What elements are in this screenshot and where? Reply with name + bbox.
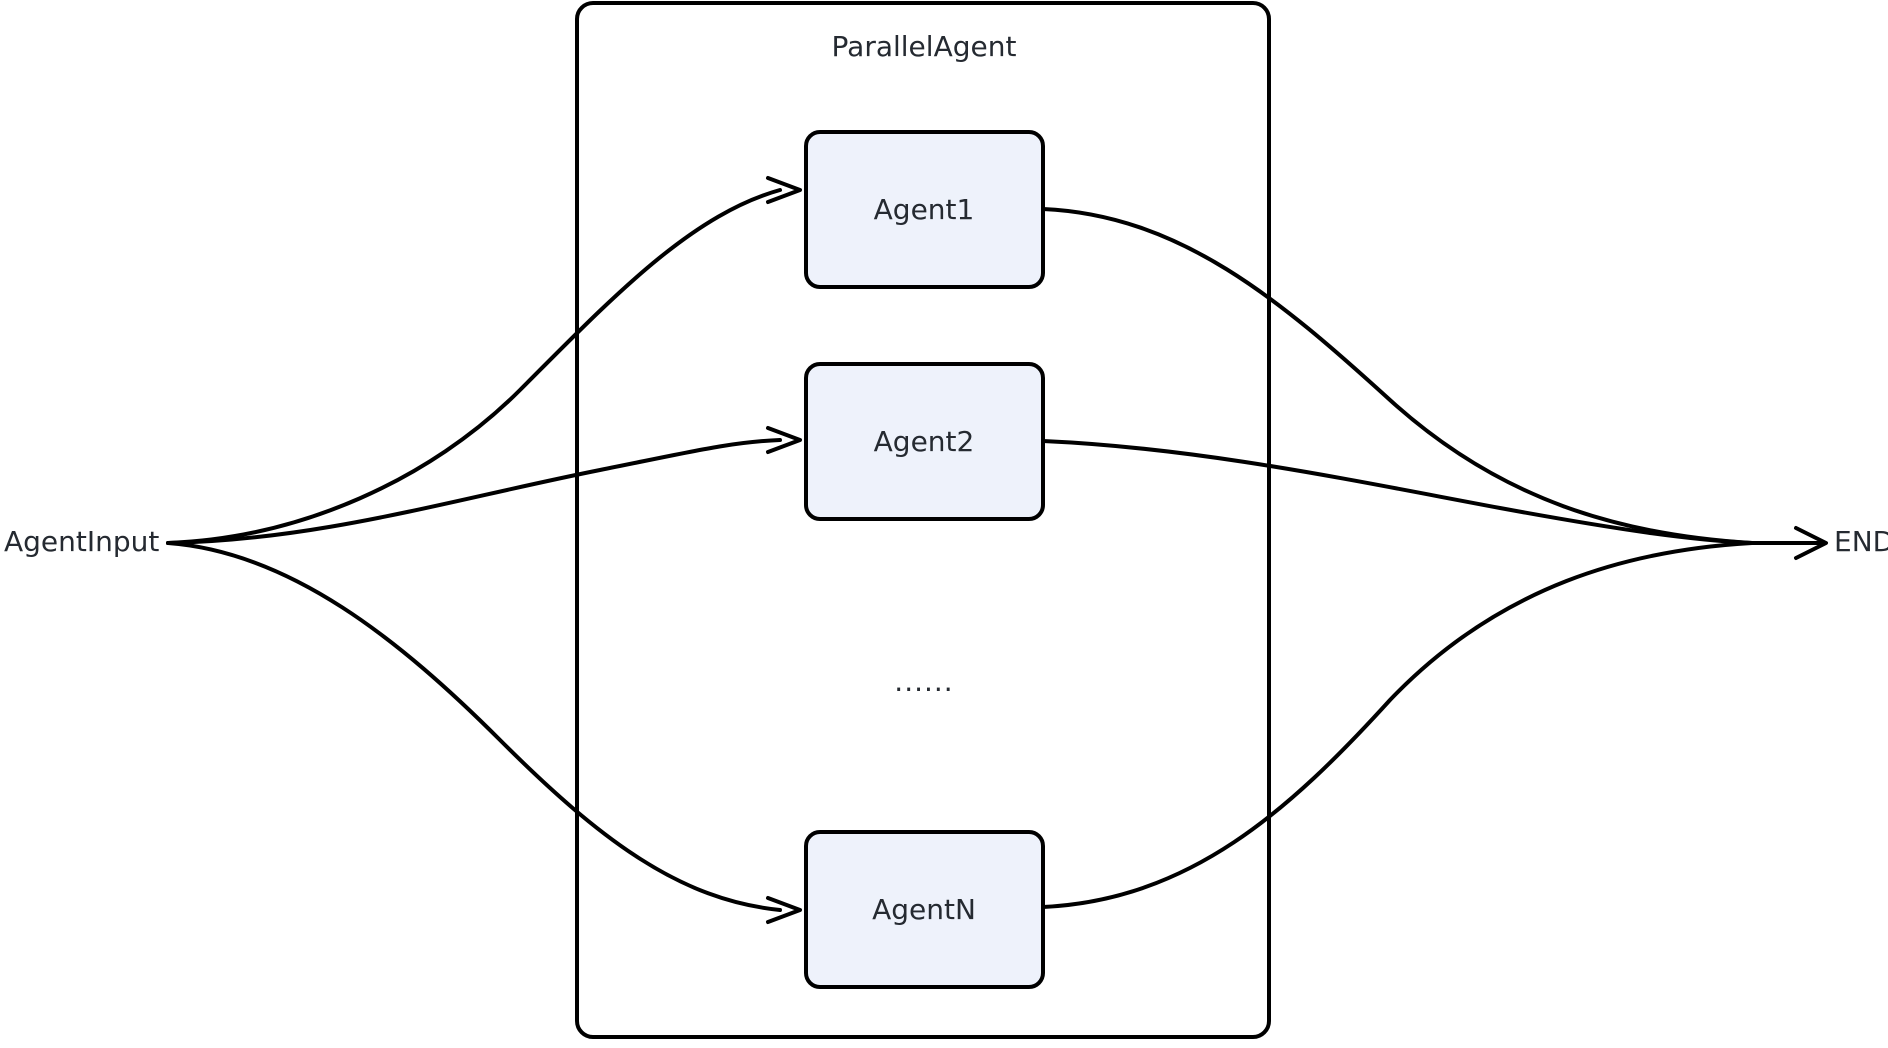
- node-agentn-box[interactable]: [804, 830, 1045, 989]
- edge-agent2-to-end: [1041, 439, 1754, 545]
- node-agent1-box[interactable]: [804, 130, 1045, 289]
- edge-agentinput-to-agent2: [166, 438, 782, 545]
- node-agent2-box[interactable]: [804, 362, 1045, 521]
- node-agent2[interactable]: Agent2: [804, 362, 1045, 521]
- arrowhead-end-in: [1794, 526, 1828, 560]
- end-terminal-label: END: [1834, 525, 1888, 558]
- node-agent1[interactable]: Agent1: [804, 130, 1045, 289]
- arrowhead-agentn-in: [766, 896, 802, 924]
- edge-agent1-to-end: [1041, 207, 1754, 545]
- edge-agentinput-to-agentn: [166, 541, 782, 912]
- arrowhead-agent1-in: [766, 176, 802, 204]
- node-agentn-label: AgentN: [872, 893, 976, 926]
- parallel-agent-group-label: ParallelAgent: [832, 30, 1017, 63]
- ellipsis-label: ......: [894, 665, 953, 698]
- node-agentn[interactable]: AgentN: [804, 830, 1045, 989]
- agent-input-terminal-label: AgentInput: [4, 525, 159, 558]
- edge-agentinput-to-agent1: [166, 188, 782, 545]
- node-agent1-label: Agent1: [874, 193, 975, 226]
- parallel-agent-group-frame: [575, 1, 1271, 1039]
- node-agent2-label: Agent2: [874, 425, 975, 458]
- edge-agentn-to-end: [1041, 541, 1754, 909]
- arrowhead-agent2-in: [766, 426, 802, 454]
